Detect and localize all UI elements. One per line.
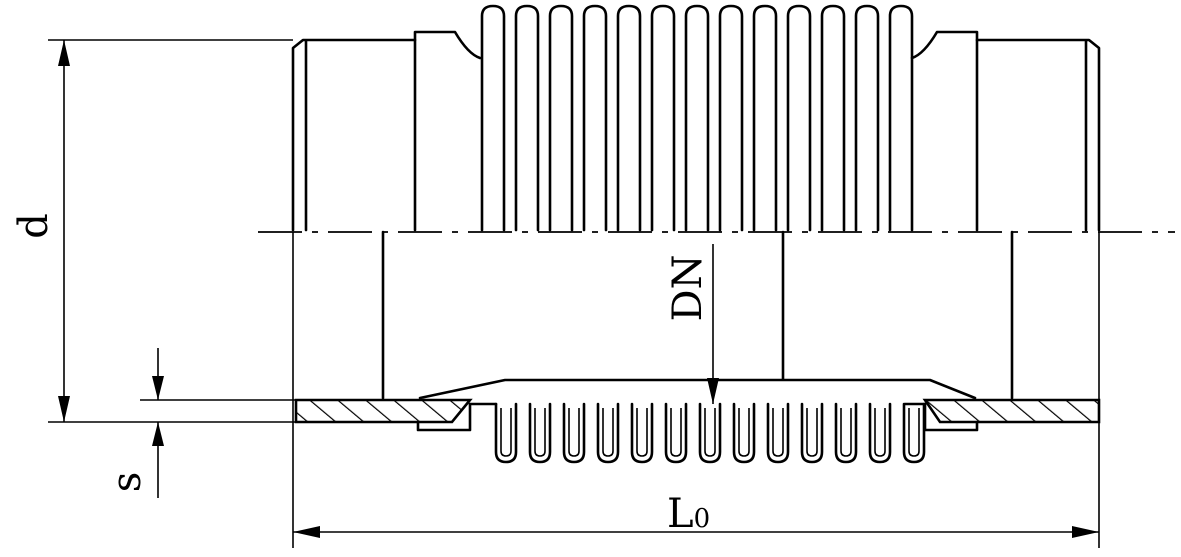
lower-convolution — [800, 402, 824, 464]
lower-section-view — [294, 230, 1101, 464]
right-pipe-section — [922, 398, 1101, 424]
left-pipe-section — [294, 398, 473, 424]
lower-convolution-inner-wall — [908, 408, 920, 457]
upper-convolution — [480, 4, 506, 232]
upper-convolution — [820, 4, 846, 232]
lower-convolution — [902, 402, 926, 464]
lower-convolution — [562, 402, 586, 464]
upper-external-view — [291, 4, 1101, 232]
lower-convolution-inner-wall — [874, 408, 886, 457]
label-d: d — [11, 213, 57, 239]
lower-convolution-inner-wall — [738, 408, 750, 457]
upper-convolutions — [480, 4, 914, 232]
lower-convolution — [834, 402, 858, 464]
lower-convolution — [528, 402, 552, 464]
lower-convolutions — [468, 402, 927, 464]
upper-convolution — [650, 4, 676, 232]
upper-convolution — [718, 4, 744, 232]
upper-convolution — [888, 4, 914, 232]
upper-convolution — [786, 4, 812, 232]
lower-convolution-inner-wall — [772, 408, 784, 457]
dimension-l0: L0 — [292, 232, 1100, 548]
dimension-d: d — [11, 39, 296, 423]
lower-convolution-inner-wall — [670, 408, 682, 457]
label-dn: DN — [665, 254, 711, 321]
lower-convolution — [766, 402, 790, 464]
lower-convolution-inner-wall — [500, 408, 512, 457]
left-collar — [413, 30, 482, 232]
label-s: s — [104, 472, 150, 493]
lower-convolution — [698, 402, 722, 464]
lower-convolution — [630, 402, 654, 464]
lower-convolution-inner-wall — [840, 408, 852, 457]
dimension-s: s — [104, 348, 296, 498]
lower-convolution-inner-wall — [602, 408, 614, 457]
lower-convolution-inner-wall — [568, 408, 580, 457]
lower-convolution — [494, 402, 518, 464]
upper-convolution — [514, 4, 540, 232]
upper-convolution — [752, 4, 778, 232]
lower-convolution-inner-wall — [534, 408, 546, 457]
upper-convolution — [854, 4, 880, 232]
lower-convolution-inner-wall — [636, 408, 648, 457]
upper-convolution — [684, 4, 710, 232]
upper-convolution — [548, 4, 574, 232]
upper-convolution — [582, 4, 608, 232]
left-pipe-end — [291, 38, 417, 232]
inner-liner — [381, 230, 1014, 400]
left-collar-section — [416, 402, 472, 432]
lower-convolution-inner-wall — [806, 408, 818, 457]
right-pipe-end — [975, 38, 1101, 232]
lower-convolution — [868, 402, 892, 464]
lower-convolution — [596, 402, 620, 464]
lower-convolution — [664, 402, 688, 464]
lower-convolution — [732, 402, 756, 464]
label-l0: L0 — [667, 491, 710, 537]
dimension-dn: DN — [665, 244, 719, 404]
upper-convolution — [616, 4, 642, 232]
right-collar — [910, 30, 979, 232]
lower-convolution-inner-wall — [704, 408, 716, 457]
